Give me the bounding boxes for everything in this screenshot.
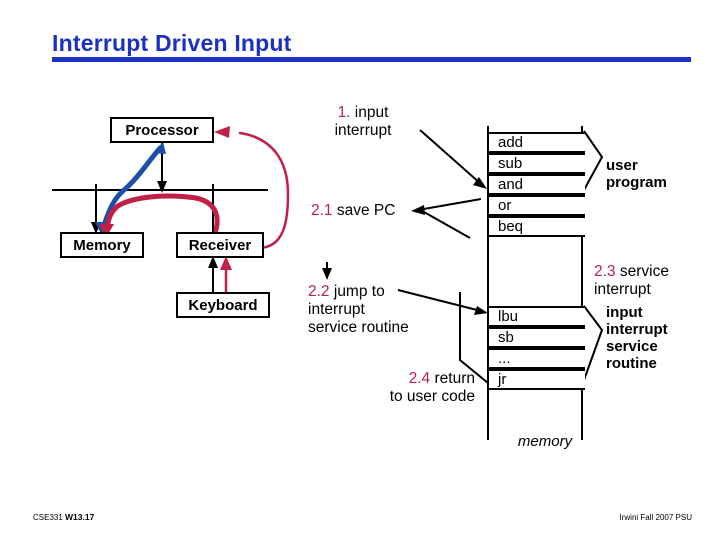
isr-label-line1: input [606,304,643,321]
annotation-step-2-1-text: save PC [332,202,396,219]
memory-cell-or: or [489,195,585,216]
memory-cell-add: add [489,132,585,153]
annotation-step-2-2-number: 2.2 [308,283,330,300]
receiver-box: Receiver [176,232,264,258]
memory-cell-and: and [489,174,585,195]
title-underline-rule [52,57,691,62]
page-title: Interrupt Driven Input [52,30,292,56]
annotation-step-2-2-line2: interrupt [308,301,365,318]
annotation-step-2-4-text: return [430,370,475,387]
processor-box: Processor [110,117,214,143]
memory-cell-jr: jr [489,369,585,390]
user-program-label-line1: user [606,157,638,174]
memory-column: add sub and or beq lbu sb ... jr [487,126,585,440]
annotation-step-1-number: 1. [337,104,351,121]
annotation-step-2-4-line2: to user code [389,388,475,405]
annotation-step-2-3: 2.3 service interrupt [594,263,669,299]
annotation-step-1-line2: interrupt [334,122,392,139]
footer-course-code: CSE331 [33,513,63,522]
memory-cell-sub: sub [489,153,585,174]
annotation-step-2-4: 2.4 return to user code [320,370,475,406]
memory-box: Memory [60,232,144,258]
isr-label: input interrupt service routine [606,304,668,372]
memory-cell-lbu: lbu [489,306,585,327]
annotation-step-2-4-number: 2.4 [408,370,431,387]
annotation-step-2-3-number: 2.3 [594,263,616,280]
annotation-step-2-1: 2.1 save PC [311,202,395,220]
annotation-step-2-2-line3: service routine [308,319,409,336]
isr-label-line3: service [606,338,658,355]
annotation-step-2-3-text: service [615,263,669,280]
footer-slide-number: W13.17 [65,512,95,522]
memory-cell-sb: sb [489,327,585,348]
keyboard-box: Keyboard [176,292,270,318]
memory-cell-ellipsis: ... [489,348,585,369]
isr-label-line4: routine [606,355,657,372]
annotation-step-1-text: input [350,104,389,121]
annotation-step-2-2: 2.2 jump to interrupt service routine [308,283,409,337]
annotation-step-2-1-number: 2.1 [311,202,333,219]
memory-cell-beq: beq [489,216,585,237]
user-program-label-line2: program [606,174,667,191]
annotation-step-2-2-text: jump to [329,283,385,300]
user-program-label: user program [606,157,667,191]
isr-label-line2: interrupt [606,321,668,338]
footer-course-slide: CSE331 W13.17 [33,512,94,522]
memory-caption: memory [517,433,573,450]
annotation-step-2-3-line2: interrupt [594,281,651,298]
footer-credit: Irwini Fall 2007 PSU [619,513,692,522]
annotation-step-1: 1. input interrupt [308,104,418,140]
